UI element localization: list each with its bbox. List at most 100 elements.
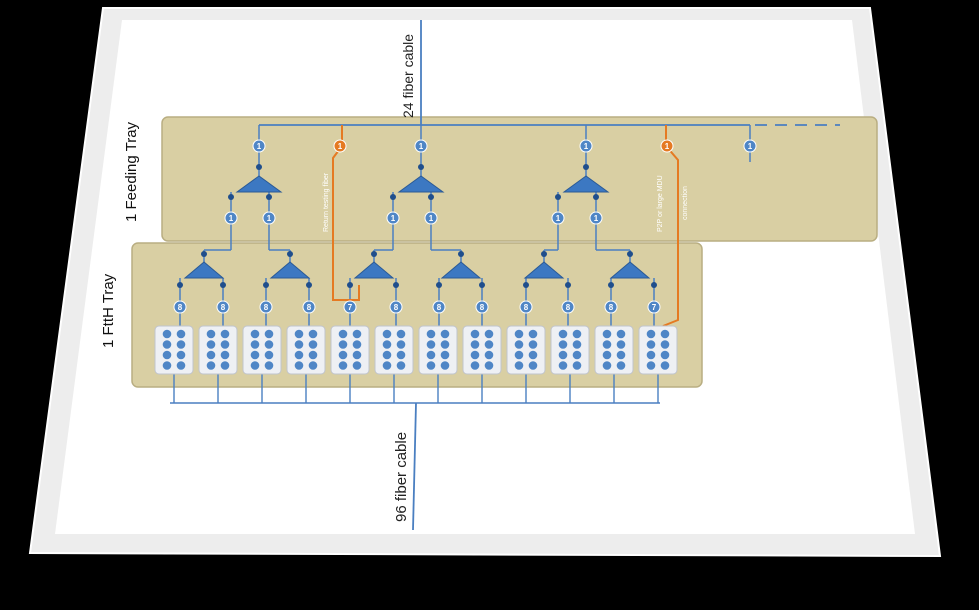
connector-port-9-4 [528,340,538,349]
connector-port-3-7 [250,361,260,370]
connector-port-5-1 [338,329,348,339]
connector-port-11-6 [616,350,626,360]
ftth-output-badge-11-circle [604,300,618,314]
feeding-output-badge-1-1-text: 1 [229,214,234,223]
connector-modules [154,325,678,375]
feeding-output-badge-2-2-text: 1 [429,214,434,223]
connector-port-12-6 [660,350,670,360]
connector-port-7-7 [426,361,436,370]
feeder-node-2 [418,164,424,170]
connector-port-11-1 [602,329,612,339]
ftth-output-badge-7-text: 8 [437,303,442,312]
connector-port-3-1 [250,329,260,339]
connector-port-6-3 [382,340,392,349]
connector-port-8-4 [484,340,494,349]
feeding-output-badge-3-1-circle [551,211,565,225]
ftth-out-node-5-2 [565,282,571,288]
ftth-splitter-3 [353,261,395,279]
connector-port-4-5 [294,350,304,360]
connector-port-7-8 [440,361,450,370]
ftth-output-badge-12-circle [647,300,661,314]
feeder-node-1 [256,164,262,170]
connector-port-3-5 [250,350,260,360]
ftth-out-node-4-1 [436,282,442,288]
connector-port-1-5 [162,350,172,360]
connector-port-5-7 [338,361,348,370]
connector-port-12-8 [660,361,670,370]
return-fiber-label: Return testing fiber [323,172,330,232]
connector-port-10-6 [572,350,582,360]
connector-port-4-7 [294,361,304,370]
connector-port-1-7 [162,361,172,370]
connector-port-9-2 [528,329,538,339]
connector-port-6-7 [382,361,392,370]
ftth-out-node-3-1 [347,282,353,288]
ftth-output-badge-2-text: 8 [221,303,226,312]
feeder-badge-1-text: 1 [257,142,262,151]
p2p-label-line-1: P2P or large MDU [657,175,664,232]
connector-port-10-4 [572,340,582,349]
connector-port-10-2 [572,329,582,339]
ftth-output-badge-4-text: 8 [307,303,312,312]
ftth-output-badge-3-circle [259,300,273,314]
connector-port-1-1 [162,329,172,339]
feeding-splitter-1 [235,175,283,193]
connector-module-11 [594,325,634,375]
feeder-node-3 [583,164,589,170]
ftth-output-badge-11-text: 8 [609,303,614,312]
connector-port-10-1 [558,329,568,339]
connector-port-8-2 [484,329,494,339]
connector-port-2-2 [220,329,230,339]
connector-port-7-3 [426,340,436,349]
connector-port-5-8 [352,361,362,370]
connector-port-12-7 [646,361,656,370]
feeding-out-node-2-1 [390,194,396,200]
ftth-splitter-5 [523,261,565,279]
ftth-output-badge-10-circle [561,300,575,314]
feeder-badge-1-circle [252,139,266,153]
connector-port-11-3 [602,340,612,349]
connector-port-8-7 [470,361,480,370]
p2p-label-line-2: connection [682,186,689,220]
ftth-output-badge-6-circle [389,300,403,314]
ftth-in-node-3 [371,251,377,257]
connector-module-12 [638,325,678,375]
connector-port-6-2 [396,329,406,339]
ftth-in-node-5 [541,251,547,257]
ftth-out-node-6-1 [608,282,614,288]
feeding-output-badge-2-2-circle [424,211,438,225]
ftth-out-node-2-1 [263,282,269,288]
connector-port-4-4 [308,340,318,349]
ftth-out-node-6-2 [651,282,657,288]
connector-port-10-5 [558,350,568,360]
feeding-output-badge-3-2-circle [589,211,603,225]
connector-port-4-1 [294,329,304,339]
feeding-splitter-2 [397,175,445,193]
connector-port-1-3 [162,340,172,349]
return-fiber-badge-circle [333,139,347,153]
connector-port-9-5 [514,350,524,360]
ftth-out-node-1-2 [220,282,226,288]
connector-port-12-4 [660,340,670,349]
ftth-splitter-4 [440,261,482,279]
return-fiber-badge-text: 1 [338,142,343,151]
connector-port-8-8 [484,361,494,370]
connector-port-3-6 [264,350,274,360]
connector-port-5-5 [338,350,348,360]
connector-port-7-5 [426,350,436,360]
ftth-output-badge-8-circle [475,300,489,314]
connector-port-8-6 [484,350,494,360]
connector-port-9-1 [514,329,524,339]
ftth-output-badge-7-circle [432,300,446,314]
connector-port-10-8 [572,361,582,370]
connector-port-6-1 [382,329,392,339]
feeding-out-node-1-1 [228,194,234,200]
p2p-fiber-badge-text: 1 [665,142,670,151]
ftth-splitter-2 [269,261,311,279]
ftth-out-node-2-2 [306,282,312,288]
connector-port-3-2 [264,329,274,339]
connector-port-8-5 [470,350,480,360]
connector-port-3-8 [264,361,274,370]
ftth-out-node-5-1 [523,282,529,288]
